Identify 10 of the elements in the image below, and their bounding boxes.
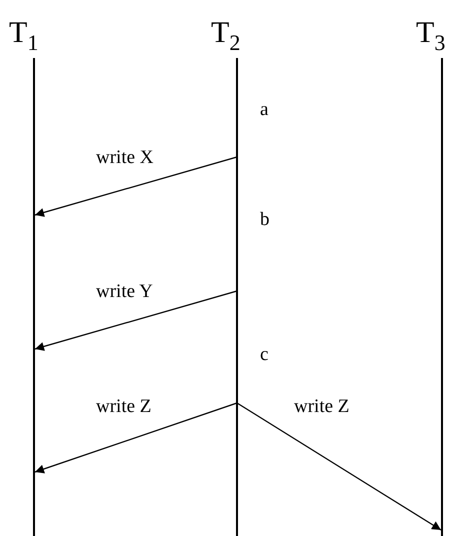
lifeline-heading: T$_{2}$ [211, 18, 240, 57]
arrow [34, 402, 238, 474]
arrow [34, 290, 238, 351]
lifeline [236, 58, 238, 536]
lifeline-heading: T$_{3}$ [416, 18, 446, 57]
arrow [236, 402, 442, 530]
lifeline-heading: T$_{1}$ [9, 18, 38, 57]
arrow [34, 156, 238, 217]
lifeline [33, 58, 34, 536]
lifeline [441, 58, 442, 536]
